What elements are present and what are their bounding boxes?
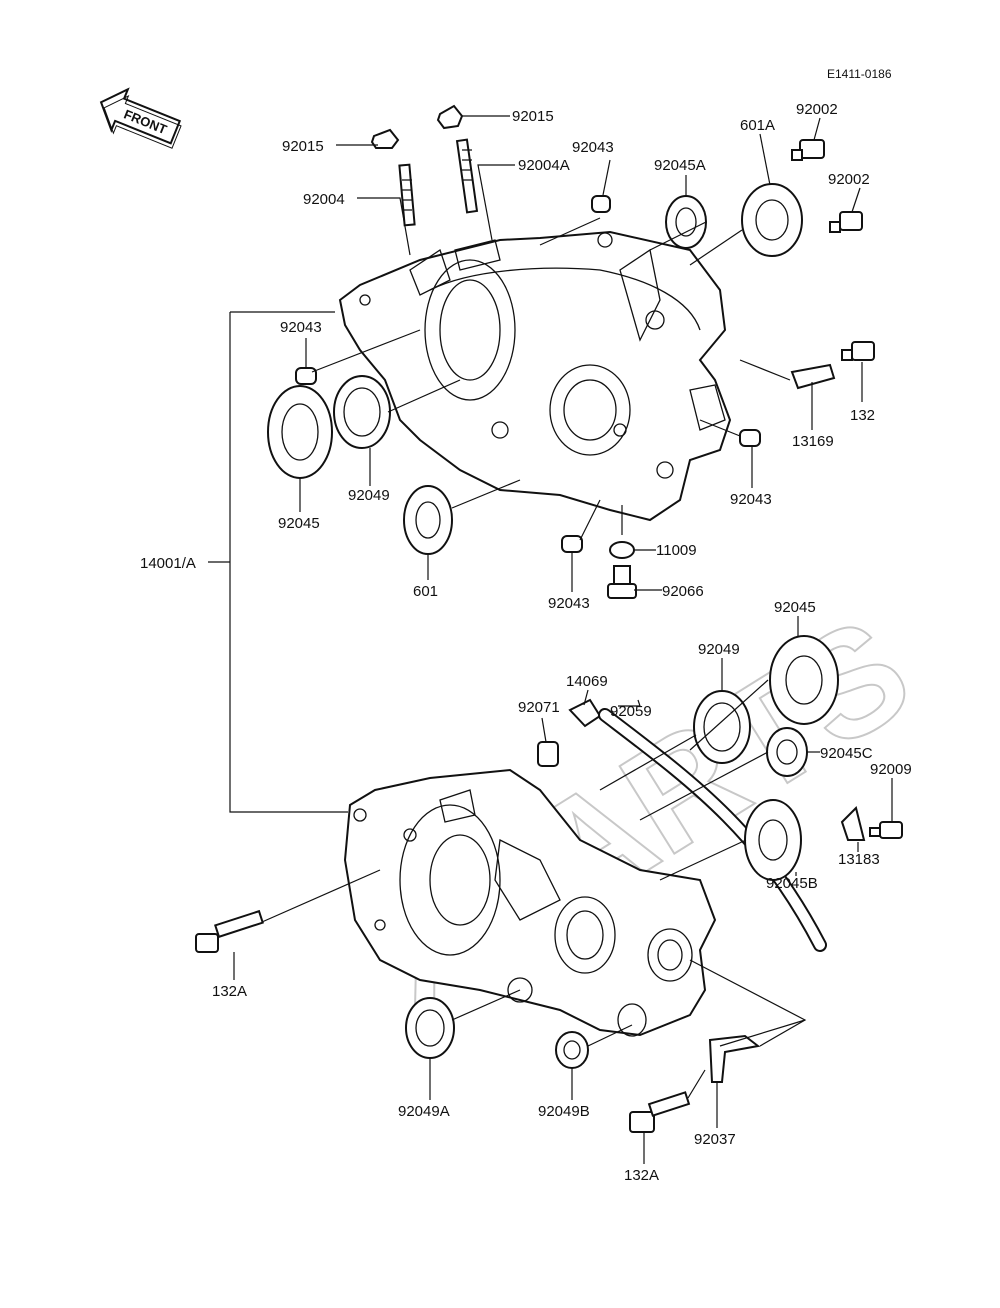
- part-labels: 92015 92015 92004 92004A 92043 92045A 60…: [140, 101, 912, 1184]
- label-132A-left: 132A: [212, 983, 247, 1000]
- label-13169: 13169: [792, 433, 834, 450]
- part-92045-right-bearing: [769, 635, 839, 725]
- part-601-bearing: [403, 485, 453, 555]
- upper-crankcase-half: [338, 230, 732, 522]
- part-92059-hose: [598, 708, 827, 952]
- part-92015-right: [436, 104, 464, 130]
- part-92049A-seal: [405, 997, 455, 1059]
- label-92037: 92037: [694, 1131, 736, 1148]
- part-11009-washer: [609, 541, 635, 559]
- label-132A-bottom: 132A: [624, 1167, 659, 1184]
- label-92066: 92066: [662, 583, 704, 600]
- label-92045A: 92045A: [654, 157, 706, 174]
- label-92002-lower: 92002: [828, 171, 870, 188]
- label-14069: 14069: [566, 673, 608, 690]
- part-92004A-stud: [455, 138, 479, 214]
- front-arrow-icon: FRONT: [99, 87, 182, 149]
- part-132A-bottom-bolt: [629, 1091, 691, 1133]
- diagram-code: E1411-0186: [827, 67, 892, 81]
- part-92045C-bearing: [766, 727, 808, 777]
- part-92004-stud: [398, 163, 416, 227]
- label-92049-right: 92049: [698, 641, 740, 658]
- label-601A: 601A: [740, 117, 775, 134]
- part-92066-drain-bolt: [607, 565, 637, 599]
- part-92043-left: [295, 367, 317, 385]
- label-14001A: 14001/A: [140, 555, 196, 572]
- label-601: 601: [413, 583, 438, 600]
- label-92045-right: 92045: [774, 599, 816, 616]
- label-92043-top: 92043: [572, 139, 614, 156]
- part-92043-right: [739, 429, 761, 447]
- label-92004: 92004: [303, 191, 345, 208]
- label-13183: 13183: [838, 851, 880, 868]
- part-601A-bearing: [741, 183, 803, 257]
- part-92002-upper-bolt: [791, 139, 825, 161]
- label-92049-left: 92049: [348, 487, 390, 504]
- part-92045-left-bearing: [267, 385, 333, 479]
- label-92002-upper: 92002: [796, 101, 838, 118]
- label-92059: 92059: [610, 703, 652, 720]
- part-92045B-bearing: [744, 799, 802, 881]
- part-92071-plug: [537, 741, 559, 767]
- label-92043-left: 92043: [280, 319, 322, 336]
- part-13183-plate: [840, 806, 866, 841]
- label-92049A: 92049A: [398, 1103, 450, 1120]
- label-92071: 92071: [518, 699, 560, 716]
- part-92037-bracket: [708, 1034, 761, 1083]
- part-13169-plate: [790, 363, 836, 390]
- label-92043-right: 92043: [730, 491, 772, 508]
- label-92015-right: 92015: [512, 108, 554, 125]
- part-92043-top: [591, 195, 611, 213]
- label-92015-left: 92015: [282, 138, 324, 155]
- part-14069-fitting: [568, 698, 602, 728]
- part-92049B-seal: [555, 1031, 589, 1069]
- part-92049-left-seal: [333, 375, 391, 449]
- part-92049-right-seal: [693, 690, 751, 764]
- part-92015-left: [370, 128, 400, 149]
- leader-lines: [208, 115, 893, 1164]
- label-92045B: 92045B: [766, 875, 818, 892]
- label-92045-left: 92045: [278, 515, 320, 532]
- label-92043-mid: 92043: [548, 595, 590, 612]
- label-92049B: 92049B: [538, 1103, 590, 1120]
- label-132: 132: [850, 407, 875, 424]
- lower-crankcase-half: [343, 768, 717, 1037]
- label-11009: 11009: [656, 542, 697, 559]
- part-92002-lower-bolt: [829, 211, 863, 233]
- part-132A-left-bolt: [195, 909, 264, 953]
- part-92009-bolt: [869, 821, 903, 839]
- label-92009: 92009: [870, 761, 912, 778]
- part-92045A-bearing: [665, 195, 707, 249]
- label-92004A: 92004A: [518, 157, 570, 174]
- part-92043-mid: [561, 535, 583, 553]
- part-132-bolt: [841, 341, 875, 361]
- label-92045C: 92045C: [820, 745, 873, 762]
